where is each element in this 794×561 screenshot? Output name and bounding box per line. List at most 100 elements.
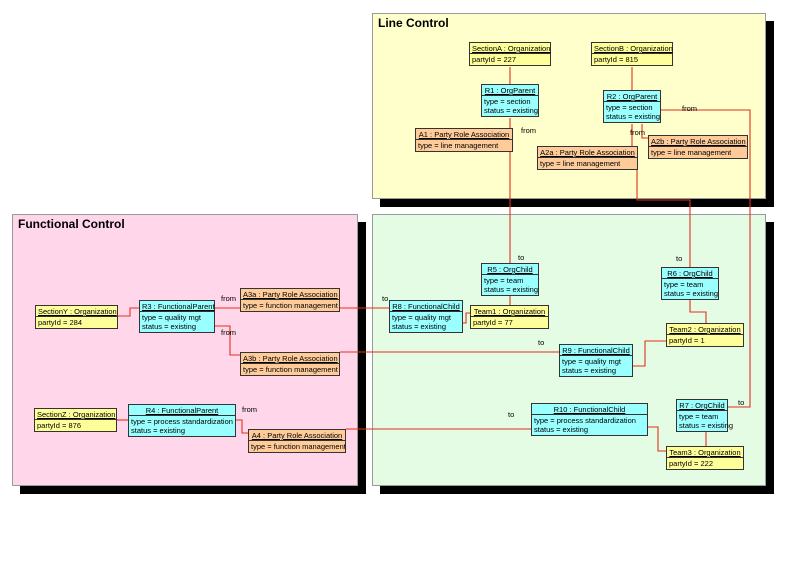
sectiony-organization-box[interactable]: SectionY : Organization partyId = 284	[35, 305, 118, 329]
r5-orgchild-box[interactable]: R5 : OrgChild type = team status = exist…	[481, 263, 539, 296]
wire-r8-team1	[462, 312, 471, 324]
a2a-association-box[interactable]: A2a : Party Role Association type = line…	[537, 146, 638, 170]
r9-line-2: status = existing	[562, 366, 616, 375]
r7-line-1: type = team	[679, 412, 719, 421]
sectiona-line-1: partyId = 227	[472, 55, 516, 64]
r7-orgchild-box[interactable]: R7 : OrgChild type = team status = exist…	[676, 399, 733, 432]
r8-line-2: status = existing	[392, 322, 446, 331]
sectionz-header: SectionZ : Organization	[35, 410, 116, 420]
a4-line-1: type = function management	[251, 442, 346, 451]
wire-r6-team2	[689, 299, 707, 324]
r3-line-1: type = quality mgt	[142, 313, 201, 322]
label-from-r1: from	[521, 126, 536, 135]
r4-header: R4 : FunctionalParent	[129, 405, 235, 416]
r10-line-2: status = existing	[534, 425, 588, 434]
r8-line-1: type = quality mgt	[392, 313, 451, 322]
sectionz-line-1: partyId = 876	[37, 421, 81, 430]
a4-header: A4 : Party Role Association	[249, 430, 345, 441]
r2-header: R2 : OrgParent	[604, 91, 660, 102]
label-to-r10: to	[508, 410, 515, 419]
r10-line-1: type = process standardization	[534, 416, 636, 425]
a3a-line-1: type = function management	[243, 301, 338, 310]
label-to-r9: to	[538, 338, 545, 347]
r3-functionalparent-box[interactable]: R3 : FunctionalParent type = quality mgt…	[139, 300, 215, 333]
wire-a2a-r6	[636, 170, 691, 267]
r9-line-1: type = quality mgt	[562, 357, 621, 366]
a3a-header: A3a : Party Role Association	[241, 290, 339, 300]
r5-line-1: type = team	[484, 276, 524, 285]
team2-organization-box[interactable]: Team2 : Organization partyId = 1	[666, 323, 744, 347]
line-control-title: Line Control	[378, 16, 449, 30]
sectionb-organization-box[interactable]: SectionB : Organization partyId = 815	[591, 42, 673, 66]
sectionb-line-1: partyId = 815	[594, 55, 638, 64]
a2b-header: A2b : Party Role Association	[649, 137, 747, 147]
a3a-association-box[interactable]: A3a : Party Role Association type = func…	[240, 288, 340, 312]
sectionz-organization-box[interactable]: SectionZ : Organization partyId = 876	[34, 408, 117, 432]
team3-organization-box[interactable]: Team3 : Organization partyId = 222	[666, 446, 744, 470]
r6-orgchild-box[interactable]: R6 : OrgChild type = team status = exist…	[661, 267, 719, 300]
label-to-r7: to	[738, 398, 745, 407]
r8-header: R8 : FunctionalChild	[390, 301, 462, 312]
r5-line-2: status = existing	[484, 285, 538, 294]
a1-association-box[interactable]: A1 : Party Role Association type = line …	[415, 128, 513, 152]
team1-header: Team1 : Organization	[471, 306, 548, 317]
a3b-association-box[interactable]: A3b : Party Role Association type = func…	[240, 352, 340, 376]
team2-line-1: partyId = 1	[669, 336, 705, 345]
a2b-association-box[interactable]: A2b : Party Role Association type = line…	[648, 135, 748, 159]
r4-functionalparent-box[interactable]: R4 : FunctionalParent type = process sta…	[128, 404, 236, 437]
team1-line-1: partyId = 77	[473, 318, 513, 327]
label-from-r3-b: from	[221, 328, 236, 337]
a2b-line-1: type = line management	[651, 148, 732, 157]
wire-r3-a3b	[214, 325, 241, 356]
label-to-r8: to	[382, 294, 389, 303]
r3-line-2: status = existing	[142, 322, 196, 331]
a2a-header: A2a : Party Role Association	[538, 147, 637, 158]
r9-functionalchild-box[interactable]: R9 : FunctionalChild type = quality mgt …	[559, 344, 633, 377]
r7-header: R7 : OrgChild	[677, 400, 727, 411]
label-from-r2-b: from	[682, 104, 697, 113]
a3b-line-1: type = function management	[243, 365, 338, 374]
label-to-r5: to	[518, 253, 525, 262]
r1-orgparent-box[interactable]: R1 : OrgParent type = section status = e…	[481, 84, 539, 117]
label-from-r3-a: from	[221, 294, 236, 303]
team3-line-1: partyId = 222	[669, 459, 713, 468]
wire-r4-a4	[236, 419, 249, 434]
label-from-r2-a: from	[630, 128, 645, 137]
label-to-r6: to	[676, 254, 683, 263]
team2-header: Team2 : Organization	[667, 324, 743, 335]
sectiony-line-1: partyId = 284	[38, 318, 82, 327]
r5-header: R5 : OrgChild	[482, 264, 538, 275]
a2a-line-1: type = line management	[540, 159, 621, 168]
r1-line-1: type = section	[484, 97, 531, 106]
team3-header: Team3 : Organization	[667, 447, 743, 458]
wire-r9-team2	[633, 340, 667, 367]
sectionb-header: SectionB : Organization	[592, 44, 673, 54]
wire-r2-r7	[660, 109, 751, 408]
r2-orgparent-box[interactable]: R2 : OrgParent type = section status = e…	[603, 90, 661, 123]
a1-line-1: type = line management	[418, 141, 499, 150]
team1-organization-box[interactable]: Team1 : Organization partyId = 77	[470, 305, 549, 329]
functional-control-title: Functional Control	[18, 217, 125, 231]
label-from-r4: from	[242, 405, 257, 414]
r4-line-1: type = process standardization	[131, 417, 233, 426]
r6-header: R6 : OrgChild	[662, 268, 718, 279]
r6-line-2: status = existing	[664, 289, 718, 298]
r1-line-2: status = existing	[484, 106, 538, 115]
a4-association-box[interactable]: A4 : Party Role Association type = funct…	[248, 429, 346, 453]
sectiona-organization-box[interactable]: SectionA : Organization partyId = 227	[469, 42, 551, 66]
r8-functionalchild-box[interactable]: R8 : FunctionalChild type = quality mgt …	[389, 300, 463, 333]
r4-line-2: status = existing	[131, 426, 185, 435]
sectiony-header: SectionY : Organization	[36, 307, 117, 317]
r2-line-2: status = existing	[606, 112, 660, 121]
wire-r10-team3	[648, 426, 667, 452]
r7-line-2: status = existing	[679, 421, 733, 430]
r10-functionalchild-box[interactable]: R10 : FunctionalChild type = process sta…	[531, 403, 648, 436]
r10-header: R10 : FunctionalChild	[532, 404, 647, 415]
sectiona-header: SectionA : Organization	[470, 44, 551, 54]
r9-header: R9 : FunctionalChild	[560, 345, 632, 356]
r2-line-1: type = section	[606, 103, 653, 112]
a1-header: A1 : Party Role Association	[416, 129, 512, 140]
a3b-header: A3b : Party Role Association	[241, 354, 339, 364]
r1-header: R1 : OrgParent	[482, 85, 538, 96]
